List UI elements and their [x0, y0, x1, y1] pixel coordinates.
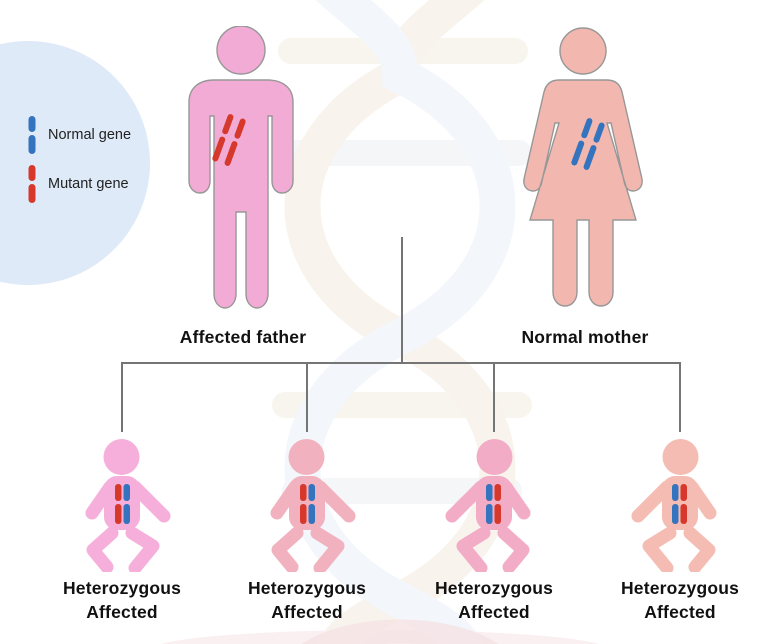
father-chromosome-pair: [212, 114, 246, 166]
legend-item-normal-gene: Normal gene: [28, 116, 131, 154]
child-label-4-line2: Affected: [644, 602, 716, 622]
baby-1-left-leg: [86, 526, 119, 572]
father-figure: [188, 26, 294, 309]
baby-2-left-arm: [270, 480, 302, 520]
baby-figure-2: [270, 439, 356, 572]
child-label-1-line1: Heterozygous: [62, 578, 182, 598]
child-label-3-line2: Affected: [458, 602, 530, 622]
legend-item-mutant-gene: Mutant gene: [28, 165, 129, 203]
baby-4-leg-outer: [642, 526, 677, 572]
baby-4-arm: [685, 480, 717, 520]
baby-4-arm-outer: [631, 480, 674, 523]
baby-3-arm: [499, 480, 531, 520]
child-label-1-line2: Affected: [86, 602, 158, 622]
child-label-3: Heterozygous Affected: [409, 576, 579, 624]
baby-2-right-leg: [310, 526, 345, 572]
baby-1-left-arm: [85, 480, 117, 520]
baby-3-arm-outer: [445, 480, 488, 523]
baby-2-chromosome-mutant: [300, 484, 307, 524]
baby-3-head: [476, 439, 513, 475]
baby-3-leg-outer: [456, 526, 491, 572]
baby-4-chromosome-normal: [672, 484, 679, 524]
child-label-2-line1: Heterozygous: [247, 578, 367, 598]
father-label: Affected father: [179, 327, 307, 347]
baby-2-head: [288, 439, 325, 475]
baby-2-chromosome-normal: [308, 484, 315, 524]
mutant-gene-chromosome-icon: [28, 165, 36, 203]
child-drop-line-1: [121, 362, 123, 432]
mother-label: Normal mother: [521, 327, 649, 347]
mother-head: [559, 27, 607, 75]
father-body: [188, 79, 294, 309]
child-label-2-line2: Affected: [271, 602, 343, 622]
baby-3-leg: [497, 526, 530, 572]
baby-2-left-leg: [271, 526, 304, 572]
child-drop-line-3: [493, 362, 495, 432]
baby-4-leg: [683, 526, 716, 572]
child-label-3-line1: Heterozygous: [434, 578, 554, 598]
baby-4-head: [662, 439, 699, 475]
sibship-line: [121, 362, 681, 364]
baby-3-chromosome-normal: [486, 484, 493, 524]
child-label-4: Heterozygous Affected: [595, 576, 765, 624]
mother-chromosome-pair: [571, 118, 605, 170]
legend-label-mutant-gene: Mutant gene: [48, 176, 129, 192]
baby-1-head: [103, 439, 140, 475]
baby-figure-4: [631, 439, 717, 572]
baby-1-chromosome-mutant: [115, 484, 122, 524]
baby-1-right-arm: [128, 480, 171, 523]
baby-3-chromosome-mutant: [494, 484, 501, 524]
child-label-2: Heterozygous Affected: [222, 576, 392, 624]
mother-figure: [523, 27, 643, 307]
child-drop-line-4: [679, 362, 681, 432]
mother-body: [523, 79, 643, 307]
couple-descent-line: [401, 237, 403, 363]
child-label-4-line1: Heterozygous: [620, 578, 740, 598]
child-label-1: Heterozygous Affected: [37, 576, 207, 624]
baby-figure-1: [85, 439, 171, 572]
child-drop-line-2: [306, 362, 308, 432]
baby-4-chromosome-mutant: [680, 484, 687, 524]
father-head: [216, 26, 266, 75]
baby-2-right-arm: [313, 480, 356, 523]
normal-gene-chromosome-icon: [28, 116, 36, 154]
legend-label-normal-gene: Normal gene: [48, 127, 132, 143]
baby-1-chromosome-normal: [123, 484, 130, 524]
baby-figure-3: [445, 439, 531, 572]
baby-1-right-leg: [125, 526, 160, 572]
